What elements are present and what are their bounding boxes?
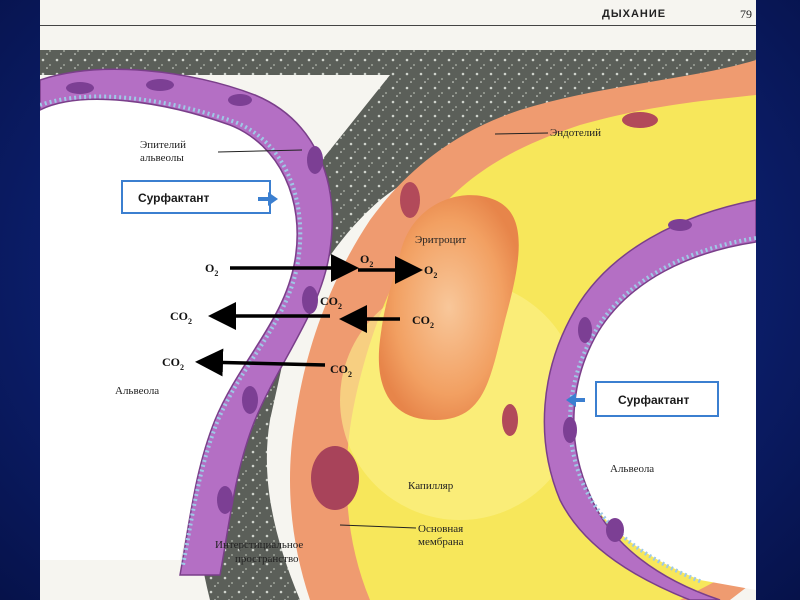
label-capillary: Капилляр — [408, 480, 454, 492]
surfactant-label-right: Сурфактант — [618, 393, 689, 407]
textbook-page: ДЫХАНИЕ 79 — [40, 0, 756, 600]
label-epithelium-1: Эпителий — [140, 139, 186, 151]
label-alveola-right: Альвеола — [610, 463, 654, 475]
alveolar-capillary-diagram: Сурфактант Сурфактант Эпителий альвеолы … — [40, 0, 756, 600]
label-erythrocyte: Эритроцит — [415, 234, 466, 246]
label-basal-membrane-2: мембрана — [418, 536, 464, 548]
label-interstitial-1: Интерстициальное — [215, 539, 303, 551]
label-alveola-left: Альвеола — [115, 385, 159, 397]
label-basal-membrane-1: Основная — [418, 523, 463, 535]
label-endothelium: Эндотелий — [550, 127, 601, 139]
surfactant-label-left: Сурфактант — [138, 191, 209, 205]
surfactant-box-left: Сурфактант — [122, 181, 278, 213]
label-epithelium-2: альвеолы — [140, 152, 184, 164]
label-interstitial-2: пространство — [235, 553, 299, 565]
